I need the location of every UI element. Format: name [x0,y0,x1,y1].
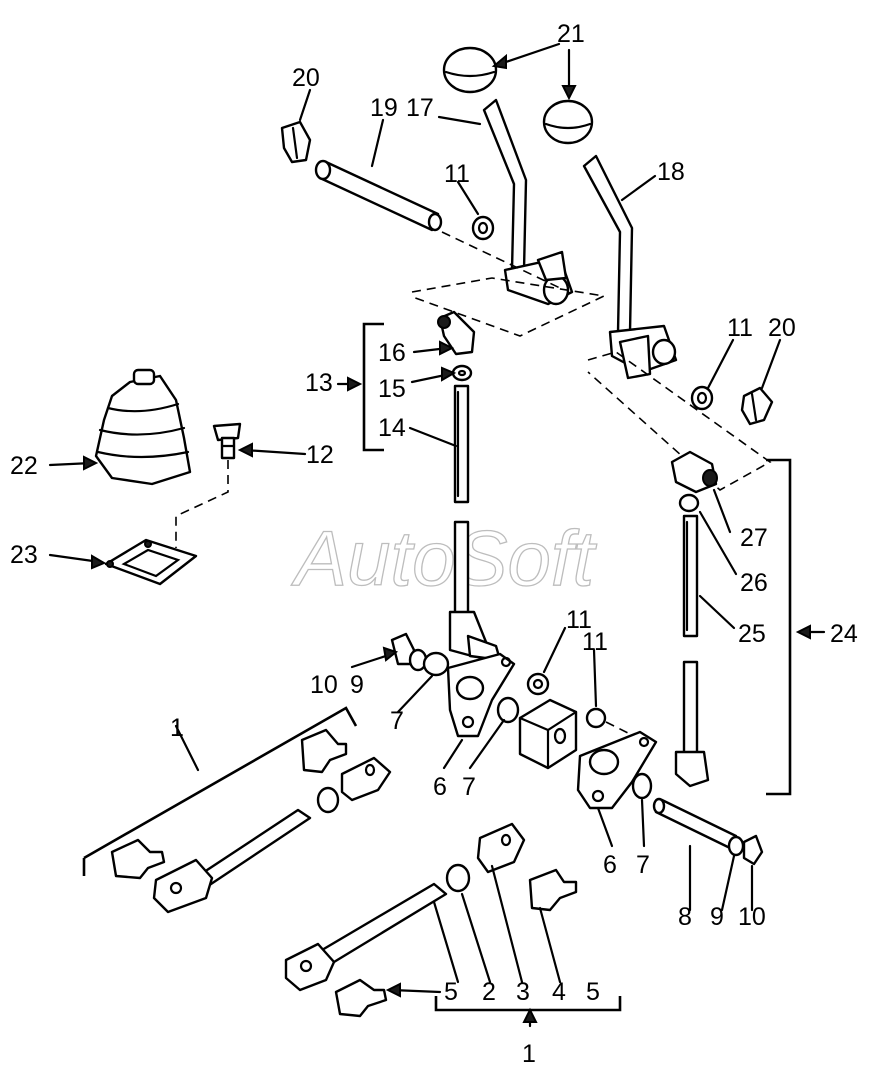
bracket-1-lower [434,996,622,1012]
rod-14 [453,384,470,504]
clip-right [740,386,774,426]
nut-11-right [690,385,714,411]
callout-17: 17 [406,94,434,122]
callout-3: 3 [516,978,530,1006]
block [518,698,578,770]
rod-lower [448,520,502,662]
callout-13: 13 [305,369,333,397]
assembly-1-upper [110,728,392,914]
callout-10-left: 10 [310,671,338,699]
lever-17 [482,98,574,306]
bushing-7-left [422,651,450,677]
callout-1-upper: 1 [170,714,184,742]
callout-7-left: 7 [390,707,404,735]
lever-18 [582,154,678,380]
pin-8 [652,797,738,850]
boot-22 [94,368,192,486]
callout-21: 21 [557,20,585,48]
rod-24-lower [674,660,710,788]
callout-19: 19 [370,94,398,122]
callout-1-lower: 1 [522,1040,536,1068]
callout-16: 16 [378,339,406,367]
callout-14: 14 [378,414,406,442]
ball-joint-16 [437,310,476,356]
callout-6-right: 6 [603,851,617,879]
bracket-6-left [446,652,516,738]
knob-left [442,46,498,94]
callout-5-left: 5 [444,978,458,1006]
rod-25 [682,514,699,638]
callout-24: 24 [830,620,858,648]
callout-8: 8 [678,903,692,931]
bracket-6-right [576,730,658,810]
nut-11-top [471,215,495,241]
nut-26 [678,493,700,513]
guide-screw [175,460,229,548]
nut-11-mid [526,672,550,696]
nut-11-lower [585,707,607,729]
callout-15: 15 [378,375,406,403]
plate-23 [104,538,198,586]
bracket-1-upper [82,706,358,876]
knob-right [542,99,594,145]
callout-7-mid: 7 [462,773,476,801]
bushing-7-mid [496,696,520,724]
bushing-7-right [631,772,653,800]
leader-lines [48,42,826,1028]
clip-10-right [742,834,764,866]
callout-25: 25 [738,620,766,648]
washer-9-right [727,835,745,857]
callout-11-lower: 11 [582,628,608,656]
guide-19-to-17 [441,231,561,289]
callout-23: 23 [10,541,38,569]
callout-9-right: 9 [710,903,724,931]
guide-18-lower [587,351,772,491]
callout-27: 27 [740,524,768,552]
callout-11-mid: 11 [566,606,592,634]
callout-4: 4 [552,978,566,1006]
callout-5-right: 5 [586,978,600,1006]
callout-7-right: 7 [636,851,650,879]
callout-22: 22 [10,452,38,480]
callout-6-left: 6 [433,773,447,801]
bracket-24 [766,458,792,796]
ball-joint-27 [670,450,718,494]
clip-top-left [280,120,312,164]
assembly-1-lower [284,822,578,1018]
callout-2: 2 [482,978,496,1006]
callout-26: 26 [740,569,768,597]
callout-12: 12 [306,441,334,469]
watermark: AutoSoft [291,514,598,602]
callout-20-right: 20 [768,314,796,342]
callout-11-right: 11 [727,314,753,342]
callout-10-right: 10 [738,903,766,931]
shaft-19 [314,159,443,232]
callout-9-left: 9 [350,671,364,699]
callout-18: 18 [657,158,685,186]
screw-12 [212,422,242,460]
callout-11-top: 11 [444,160,470,188]
guide-nut-to-bracket [605,721,655,747]
bracket-13 [362,322,384,452]
callout-20-top: 20 [292,64,320,92]
